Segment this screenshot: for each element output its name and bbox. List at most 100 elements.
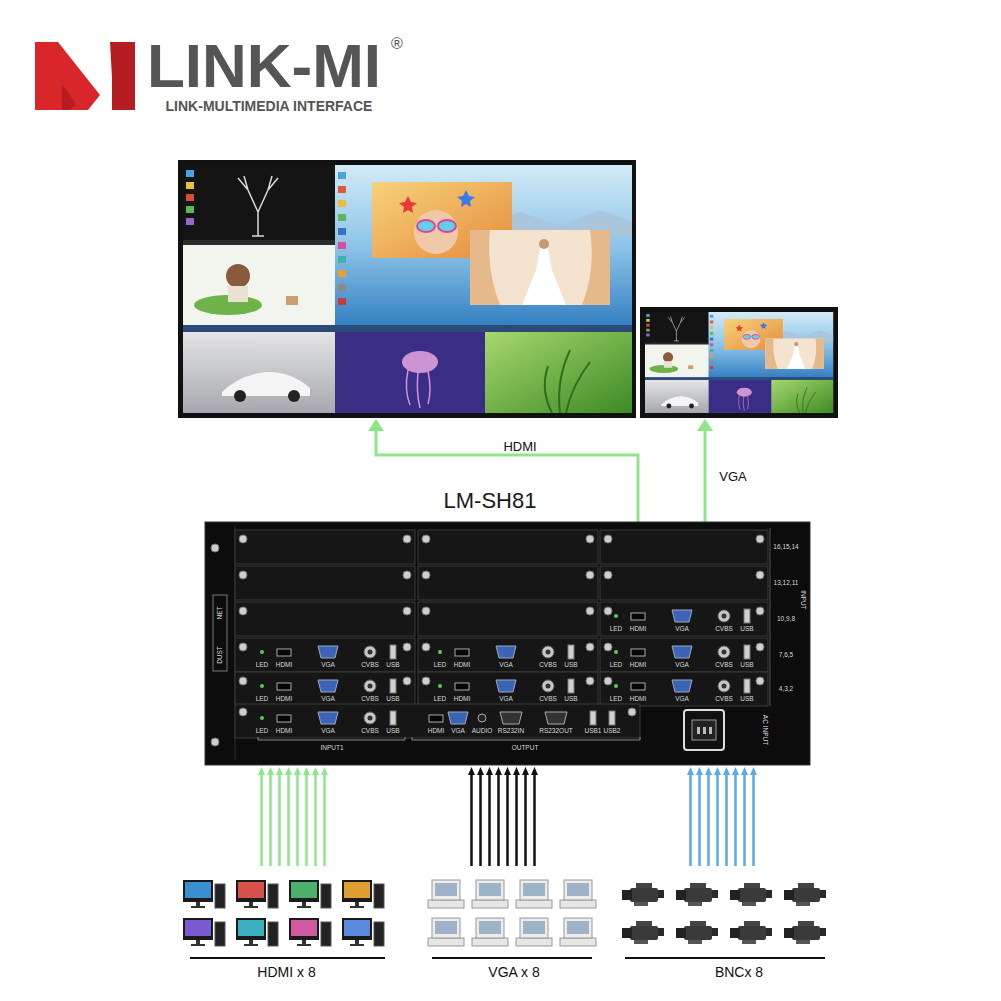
arrow-head <box>495 767 502 775</box>
port-label: HDMI <box>428 728 445 735</box>
slot-plate <box>600 602 768 636</box>
led <box>438 650 442 654</box>
pc-monitor <box>342 918 372 940</box>
pc-stand <box>249 940 253 944</box>
registered-mark: ® <box>391 36 403 52</box>
arrow-head <box>321 767 328 775</box>
pc-stand <box>249 902 253 906</box>
arrow-shaft <box>305 775 308 866</box>
screw <box>756 607 764 615</box>
bnc-port <box>722 684 727 689</box>
usb-port <box>609 711 615 725</box>
slot-plate <box>235 704 640 738</box>
pc-screen <box>185 882 211 898</box>
arrow-head <box>714 767 721 775</box>
large-monitor-screen <box>183 165 632 413</box>
usb-port <box>568 645 574 659</box>
slot-plate <box>418 530 598 564</box>
pc-tower <box>268 884 278 908</box>
hdmi-port <box>277 715 291 722</box>
port-label: CVBS <box>361 728 379 735</box>
port-label: CVBS <box>715 696 733 703</box>
camera-grip <box>634 940 648 944</box>
arrow-head <box>285 767 292 775</box>
usb-port <box>568 679 574 693</box>
arrow-head <box>687 767 694 775</box>
panel-divider <box>770 528 771 706</box>
camera-eyepiece <box>820 890 826 898</box>
arrow-shaft <box>725 775 728 866</box>
pc-monitor <box>289 918 319 940</box>
pc-screen <box>291 920 317 936</box>
slot-plate <box>600 530 768 564</box>
port-label: LED <box>610 626 623 633</box>
source-group: BNCx 8 <box>625 868 853 986</box>
camera-lens <box>676 890 686 900</box>
serial-port <box>545 712 567 724</box>
arrow-head <box>696 767 703 775</box>
screw <box>422 643 430 651</box>
port-label: LED <box>610 696 623 703</box>
camera-handle <box>636 883 652 888</box>
camera-lens <box>784 890 794 900</box>
pc-stand <box>297 944 311 946</box>
bnc-port <box>718 680 730 692</box>
hdmi-port <box>455 649 469 656</box>
pc-stand <box>355 940 359 944</box>
port-label: VGA <box>321 662 335 669</box>
camera-body <box>684 888 712 902</box>
port-label: USB2 <box>604 728 621 735</box>
arrow-shaft <box>515 775 518 866</box>
camera-body <box>738 888 766 902</box>
screw <box>756 535 764 543</box>
port-label: USB <box>564 662 577 669</box>
screw <box>756 571 764 579</box>
usb-port <box>744 679 750 693</box>
usb-port <box>744 609 750 623</box>
port-label: VGA <box>451 728 465 735</box>
slot-number: 13,12,11 <box>774 580 799 587</box>
ac-socket <box>692 720 716 740</box>
arrow-shaft <box>287 775 290 866</box>
port-label: USB <box>386 662 399 669</box>
brand-name: LINK-MI <box>147 35 381 97</box>
bnc-port <box>718 646 730 658</box>
screw <box>211 738 219 746</box>
port-label: CVBS <box>539 662 557 669</box>
port-label: VGA <box>675 696 689 703</box>
screw <box>422 571 430 579</box>
group-underline <box>432 957 592 959</box>
small-monitor <box>640 307 838 418</box>
arrow-head <box>732 767 739 775</box>
port-label: USB <box>740 696 753 703</box>
port-label: USB <box>564 696 577 703</box>
group-caption: VGA x 8 <box>415 965 613 979</box>
screw <box>239 708 247 716</box>
vga-port <box>318 680 338 692</box>
bnc-port <box>542 646 554 658</box>
bnc-port <box>364 712 376 724</box>
pc-monitor <box>236 918 266 940</box>
camera-body <box>792 926 820 940</box>
pc-case <box>516 900 552 908</box>
screw <box>422 535 430 543</box>
source-group: HDMI x 8 <box>175 868 398 986</box>
screw <box>586 571 594 579</box>
port-label: RS232IN <box>498 728 524 735</box>
slot-plate <box>600 638 768 672</box>
logo-mark <box>62 84 76 110</box>
screw <box>604 643 612 651</box>
bnc-port <box>722 650 727 655</box>
arrow-head <box>368 419 384 431</box>
pc-stand <box>244 944 258 946</box>
camera-eyepiece <box>820 928 826 936</box>
port-label: HDMI <box>454 662 471 669</box>
screw <box>239 535 247 543</box>
input-arrow-bundle <box>468 767 538 866</box>
pc-screen <box>291 882 317 898</box>
arrow-shaft <box>278 775 281 866</box>
arrow-shaft <box>698 775 701 866</box>
pc-case <box>428 938 464 946</box>
port-label: USB <box>740 662 753 669</box>
arrow-shaft <box>533 775 536 866</box>
